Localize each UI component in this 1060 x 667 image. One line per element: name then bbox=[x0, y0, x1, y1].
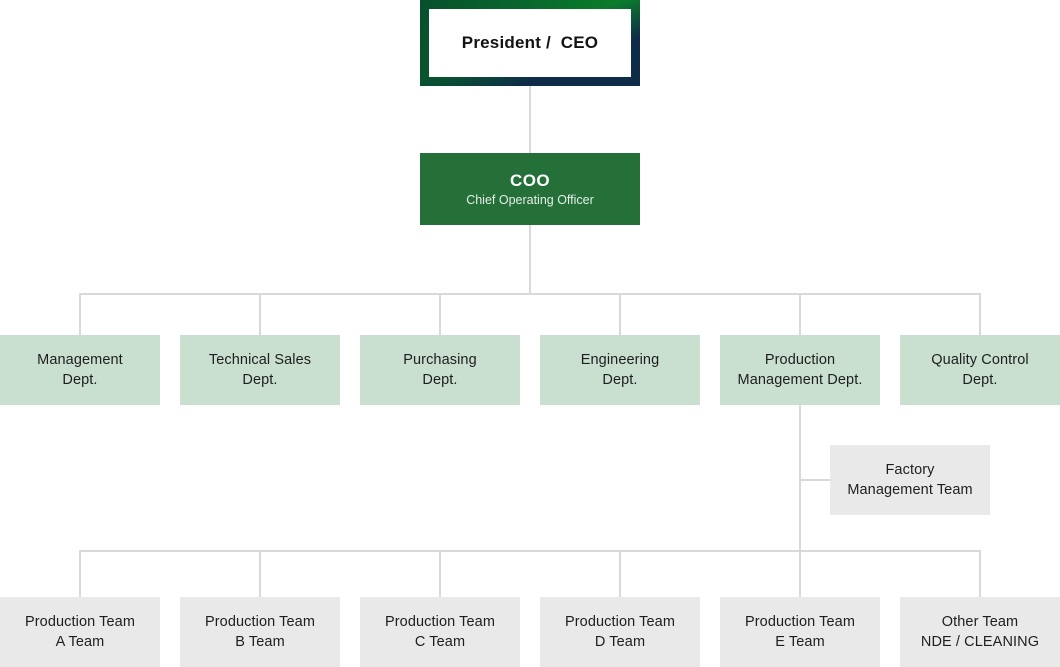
node-label-line2: Management Team bbox=[847, 482, 973, 498]
connector-drop-engineering bbox=[619, 293, 621, 335]
team-c: Production Team C Team bbox=[360, 597, 520, 667]
connector-drop-team-a bbox=[79, 550, 81, 597]
connector-dept-bus bbox=[79, 293, 981, 295]
node-label-line2: NDE / CLEANING bbox=[920, 634, 1040, 650]
team-b: Production Team B Team bbox=[180, 597, 340, 667]
node-label-line2: Dept. bbox=[602, 372, 638, 388]
connector-drop-team-other bbox=[979, 550, 981, 597]
ceo-node: President / CEO bbox=[420, 0, 640, 86]
dept-purchasing: Purchasing Dept. bbox=[360, 335, 520, 405]
node-label-line1: Other Team bbox=[941, 614, 1019, 630]
node-label-line1: Factory bbox=[885, 462, 935, 478]
node-label-line2: Dept. bbox=[962, 372, 998, 388]
node-label-line2: C Team bbox=[414, 634, 466, 650]
node-label-line2: A Team bbox=[55, 634, 105, 650]
node-label-line1: Production Team bbox=[384, 614, 496, 630]
connector-drop-team-d bbox=[619, 550, 621, 597]
team-e: Production Team E Team bbox=[720, 597, 880, 667]
node-label-line1: Production Team bbox=[564, 614, 676, 630]
node-label-line2: Dept. bbox=[62, 372, 98, 388]
node-label-line1: Production Team bbox=[24, 614, 136, 630]
node-label-line2: B Team bbox=[235, 634, 285, 650]
node-label-line2: E Team bbox=[775, 634, 825, 650]
connector-drop-production-management bbox=[799, 293, 801, 335]
node-label-line1: Purchasing bbox=[403, 352, 477, 368]
team-a: Production Team A Team bbox=[0, 597, 160, 667]
dept-engineering: Engineering Dept. bbox=[540, 335, 700, 405]
node-label-line1: Quality Control bbox=[931, 352, 1029, 368]
coo-title: COO bbox=[510, 170, 550, 190]
connector-drop-quality-control bbox=[979, 293, 981, 335]
connector-drop-purchasing bbox=[439, 293, 441, 335]
node-label-line2: D Team bbox=[594, 634, 646, 650]
dept-production-management: Production Management Dept. bbox=[720, 335, 880, 405]
node-label-line1: Production Team bbox=[204, 614, 316, 630]
connector-drop-management bbox=[79, 293, 81, 335]
node-label-line2: Dept. bbox=[242, 372, 278, 388]
connector-coo-to-dept-bus bbox=[529, 225, 531, 293]
node-label-line1: Management bbox=[37, 352, 123, 368]
node-label-line1: Engineering bbox=[580, 352, 660, 368]
connector-production-branch bbox=[799, 405, 801, 597]
dept-management: Management Dept. bbox=[0, 335, 160, 405]
ceo-inner-panel: President / CEO bbox=[429, 9, 631, 77]
coo-subtitle: Chief Operating Officer bbox=[466, 192, 594, 207]
node-label-line2: Management Dept. bbox=[737, 372, 863, 388]
team-other-nde-cleaning: Other Team NDE / CLEANING bbox=[900, 597, 1060, 667]
connector-drop-team-b bbox=[259, 550, 261, 597]
node-label-line2: Dept. bbox=[422, 372, 458, 388]
connector-ceo-to-coo bbox=[529, 86, 531, 153]
node-label-line1: Technical Sales bbox=[208, 352, 312, 368]
coo-node: COO Chief Operating Officer bbox=[420, 153, 640, 225]
node-label-line1: Production Team bbox=[744, 614, 856, 630]
factory-management-team-node: Factory Management Team bbox=[830, 445, 990, 515]
team-d: Production Team D Team bbox=[540, 597, 700, 667]
connector-drop-team-c bbox=[439, 550, 441, 597]
connector-drop-technical-sales bbox=[259, 293, 261, 335]
connector-team-bus bbox=[79, 550, 981, 552]
dept-technical-sales: Technical Sales Dept. bbox=[180, 335, 340, 405]
node-label-line1: Production bbox=[764, 352, 836, 368]
ceo-label: President / CEO bbox=[461, 33, 599, 52]
connector-factory-stub bbox=[800, 479, 830, 481]
dept-quality-control: Quality Control Dept. bbox=[900, 335, 1060, 405]
